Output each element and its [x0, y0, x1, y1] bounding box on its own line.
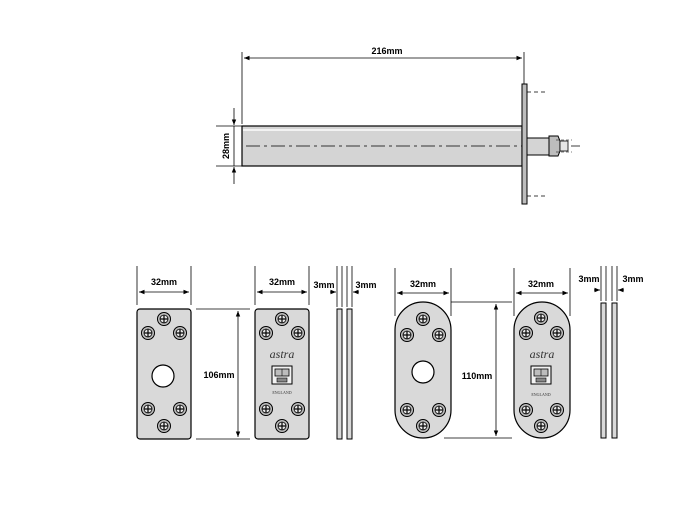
- screw-icon: [274, 311, 290, 327]
- screw-icon: [431, 327, 447, 343]
- radiused-origin-text: ENGLAND: [531, 392, 550, 397]
- radiused-thickness-right-label: 3mm: [622, 274, 643, 284]
- rectangular-plates-drawing: astra ENGLAND 32mm 32mm 106mm 3mm 3mm: [136, 266, 377, 440]
- plate-spindle-hole: [411, 360, 435, 384]
- screw-icon: [156, 311, 172, 327]
- screw-icon: [533, 418, 549, 434]
- screw-icon: [290, 401, 306, 417]
- screw-icon: [156, 418, 172, 434]
- anchor-nut: [548, 135, 561, 157]
- rect-side-view-right: [346, 308, 353, 440]
- screw-icon: [533, 310, 549, 326]
- radiused-thickness-left-label: 3mm: [578, 274, 599, 284]
- screw-icon: [399, 327, 415, 343]
- radiused-width-right-label: 32mm: [528, 279, 554, 289]
- screw-icon: [140, 325, 156, 341]
- radiused-brand-text: astra: [530, 347, 555, 361]
- latch-icon: [271, 365, 293, 385]
- screw-icon: [431, 402, 447, 418]
- radiused-side-view-right: [611, 302, 618, 439]
- screw-icon: [549, 402, 565, 418]
- screw-icon: [549, 325, 565, 341]
- screw-icon: [172, 401, 188, 417]
- rect-width-right-label: 32mm: [269, 277, 295, 287]
- length-label: 216mm: [371, 46, 402, 56]
- screw-icon: [258, 401, 274, 417]
- rect-height-label: 106mm: [203, 370, 234, 380]
- anchor-spindle: [526, 137, 550, 156]
- screw-icon: [172, 325, 188, 341]
- rect-thickness-right-label: 3mm: [355, 280, 376, 290]
- radiused-plates-drawing: astra ENGLAND 32mm 32mm 110mm 3mm 3mm: [394, 266, 644, 439]
- screw-icon: [518, 325, 534, 341]
- rect-side-view-left: [336, 308, 343, 440]
- screw-icon: [518, 402, 534, 418]
- screw-icon: [415, 418, 431, 434]
- closer-body-drawing: 216mm 28mm: [216, 46, 580, 205]
- radiused-width-left-label: 32mm: [410, 279, 436, 289]
- closer-flange: [521, 83, 528, 205]
- rect-width-left-label: 32mm: [151, 277, 177, 287]
- latch-icon: [530, 365, 552, 385]
- rect-origin-text: ENGLAND: [272, 390, 291, 395]
- screw-icon: [258, 325, 274, 341]
- diameter-label: 28mm: [221, 133, 231, 159]
- screw-icon: [274, 418, 290, 434]
- screw-icon: [415, 311, 431, 327]
- plate-spindle-hole: [151, 364, 175, 388]
- screw-icon: [140, 401, 156, 417]
- screw-icon: [399, 402, 415, 418]
- screw-icon: [290, 325, 306, 341]
- radiused-height-label: 110mm: [462, 371, 493, 381]
- rect-brand-text: astra: [270, 347, 295, 361]
- rect-thickness-left-label: 3mm: [313, 280, 334, 290]
- anchor-tip: [559, 140, 569, 152]
- radiused-side-view-left: [600, 302, 607, 439]
